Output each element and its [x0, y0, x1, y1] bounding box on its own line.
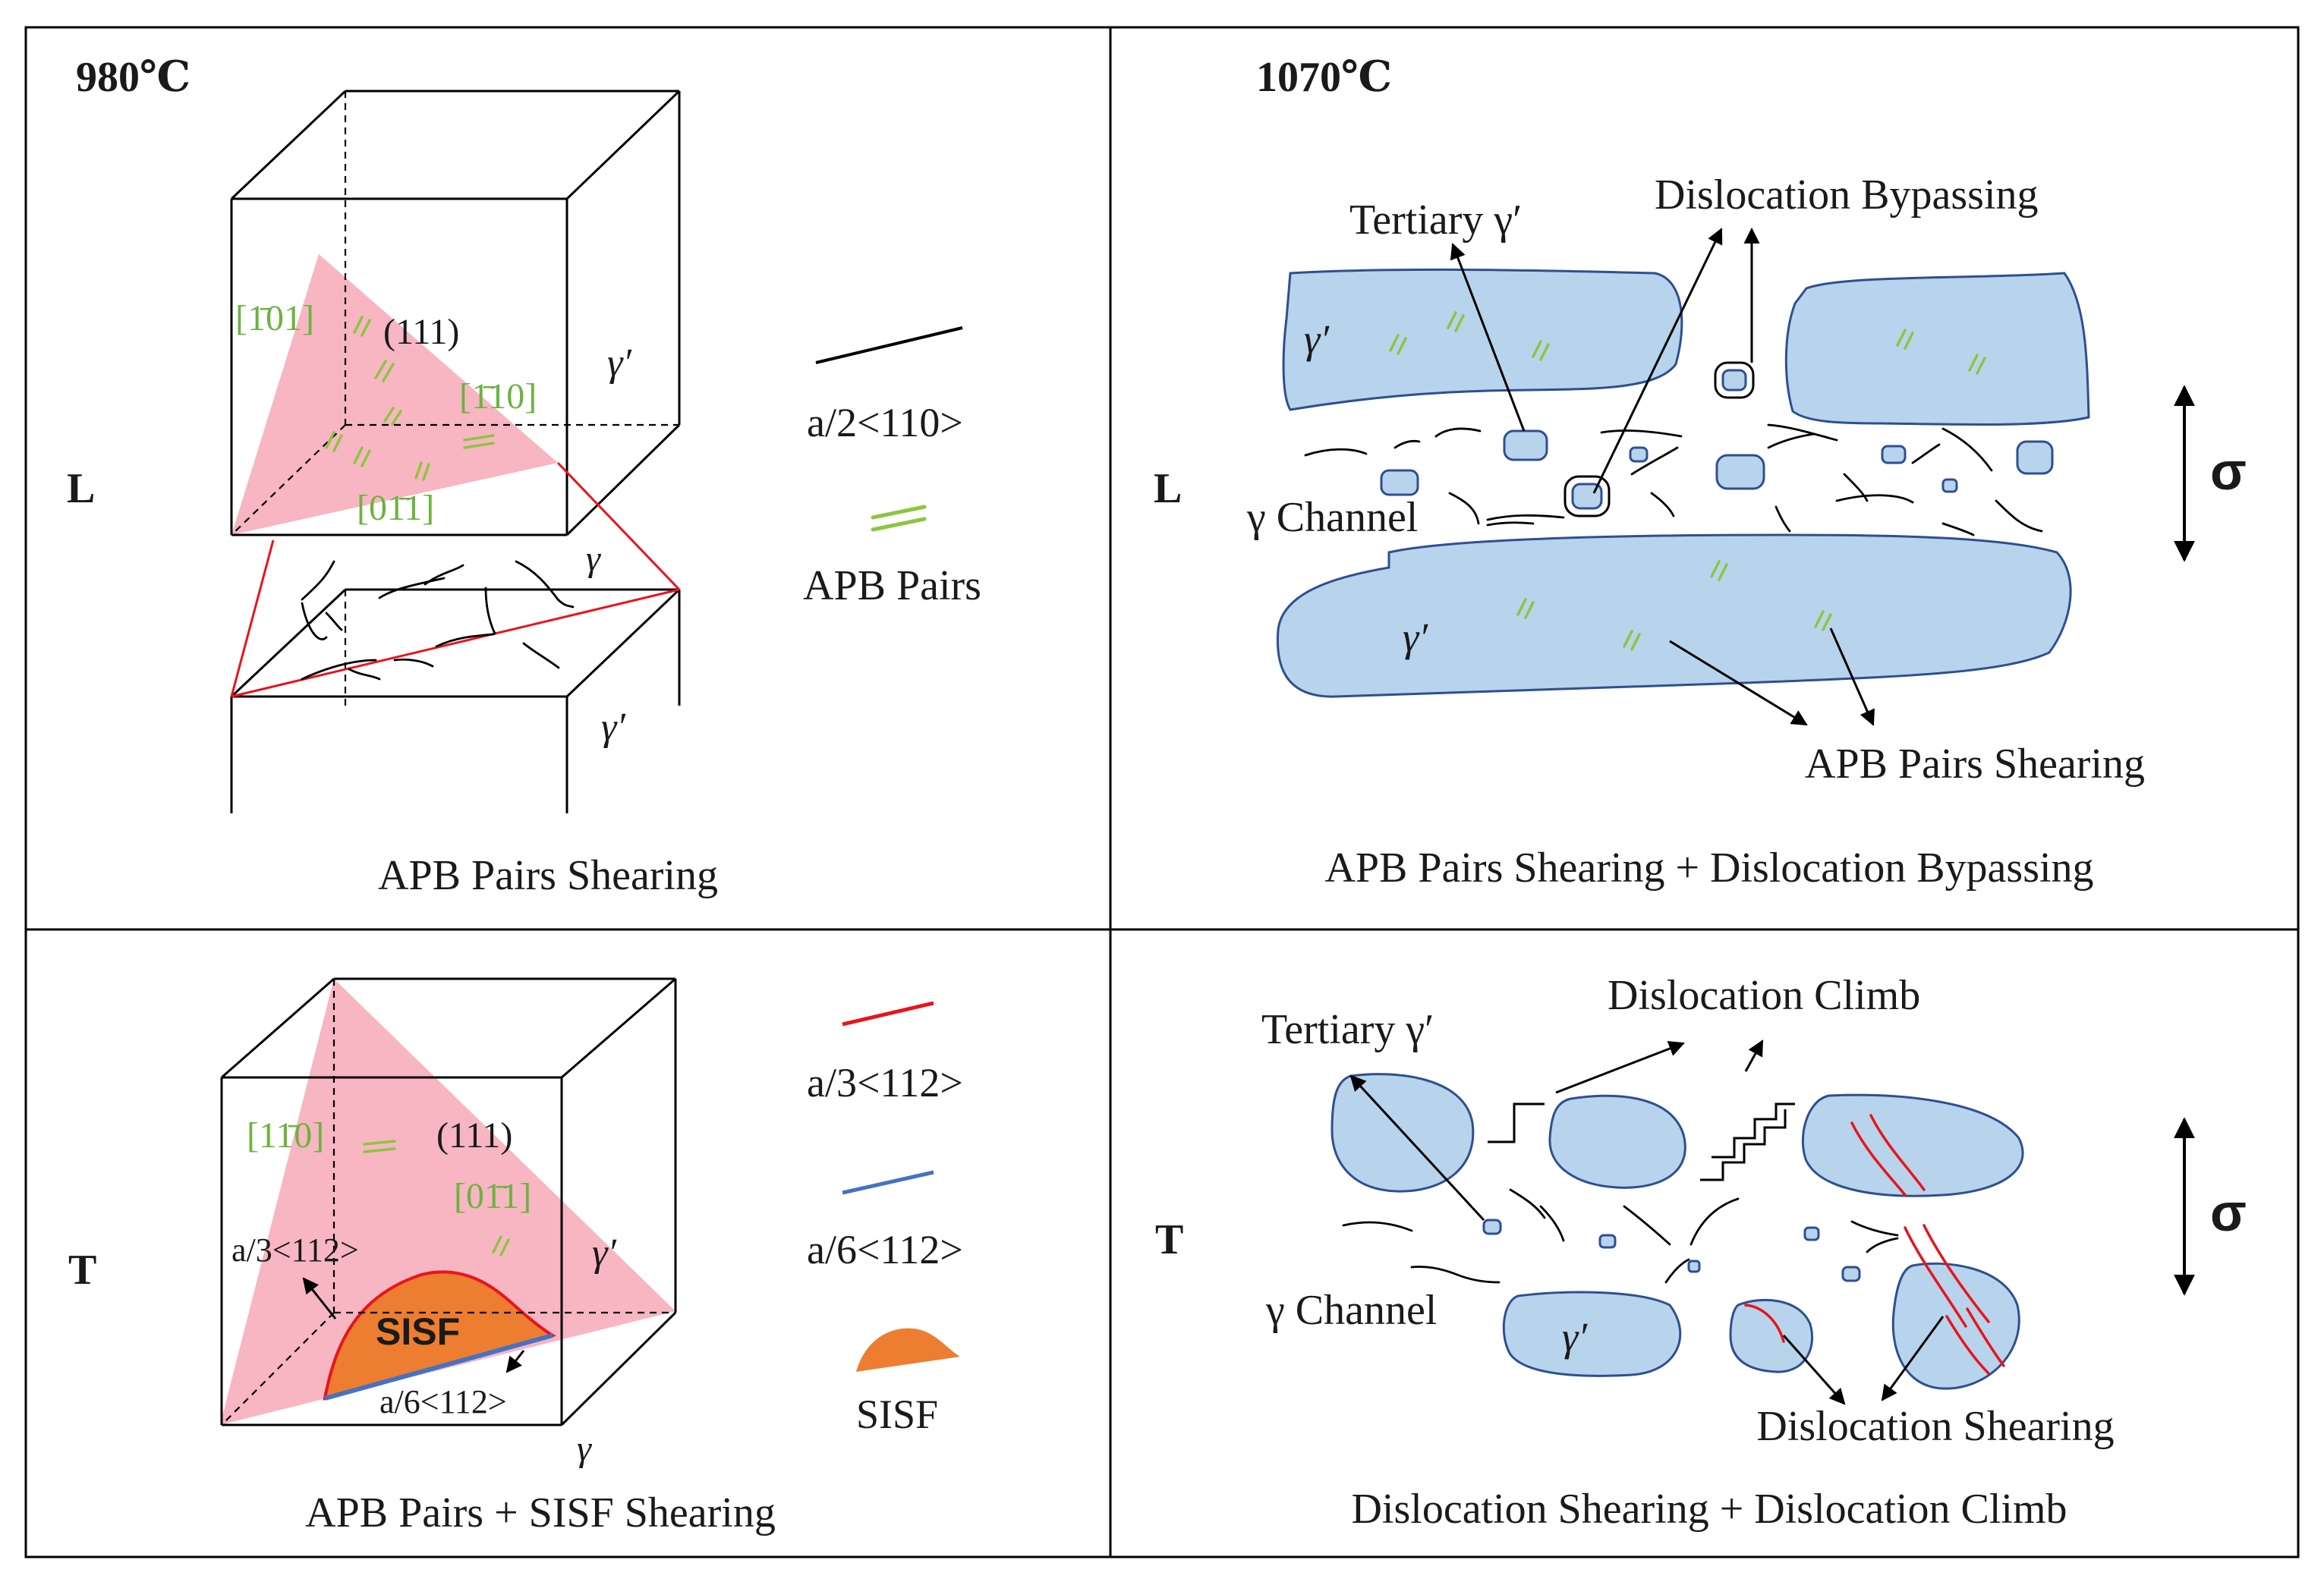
panel-top-right: 1070℃ L: [1154, 54, 2247, 892]
annotation-arrows: [1450, 227, 1875, 726]
direction-label: [1̄10]: [459, 376, 537, 417]
precipitate: [1801, 1093, 2024, 1197]
tertiary-precipitate: [1715, 454, 1765, 490]
annotation-arrows: [1349, 1039, 1945, 1405]
dislocation-shearing-label: Dislocation Shearing: [1756, 1403, 2114, 1450]
tertiary-precipitate: [1803, 1226, 1820, 1241]
precipitate-top-right: [1784, 272, 2090, 426]
a6-partial-line: [324, 1333, 553, 1401]
legend-a6-line: [842, 1170, 934, 1195]
plane-label: (111): [436, 1115, 512, 1156]
panel-top-left: 980℃ L: [67, 54, 981, 899]
direction-label: [11̄0]: [247, 1115, 324, 1156]
slip-plane: [231, 254, 558, 535]
gamma-prime-label: γ′: [1304, 316, 1330, 362]
temperature-label: 980℃: [76, 54, 191, 101]
panel-caption: Dislocation Shearing + Dislocation Climb: [1351, 1486, 2067, 1533]
apb-pairs: [1389, 311, 1986, 651]
precipitate: [1729, 1298, 1814, 1373]
gamma-prime-label: γ′: [592, 1231, 617, 1275]
channel-dislocations: [301, 560, 575, 681]
gamma-prime-precipitates: [1330, 1073, 2024, 1390]
panel-grid: [24, 26, 2300, 1558]
plane-label: (111): [383, 312, 459, 352]
row-label: L: [1154, 465, 1182, 512]
partial-a6-label: a/6<112>: [379, 1383, 507, 1420]
gamma-channel-label: γ Channel: [1246, 494, 1418, 541]
direction-label: [01̄1]: [357, 488, 434, 528]
panel-bottom-left: T [11̄0] (: [68, 977, 963, 1536]
climb-steps: [1488, 1102, 1795, 1181]
tertiary-gamma-prime-label: Tertiary γ′: [1349, 197, 1522, 244]
legend-a3-line: [842, 1001, 934, 1027]
temperature-label: 1070℃: [1256, 54, 1392, 101]
panel-caption: APB Pairs Shearing: [378, 852, 718, 899]
panel-caption: APB Pairs + SISF Shearing: [305, 1489, 776, 1536]
stress-symbol: σ: [2210, 442, 2247, 501]
tertiary-precipitate: [1598, 1234, 1617, 1249]
tertiary-precipitate: [1941, 478, 1958, 493]
apb-pairs-on-plane: [325, 316, 495, 481]
direction-label: [1̄01]: [235, 298, 314, 338]
legend-sisf-shape: [856, 1328, 960, 1372]
panel-caption: APB Pairs Shearing + Dislocation Bypassi…: [1324, 844, 2093, 892]
tertiary-precipitate: [1687, 1260, 1701, 1273]
tertiary-precipitate: [1721, 369, 1747, 392]
precipitate: [1548, 1094, 1686, 1189]
row-label: T: [1155, 1216, 1183, 1263]
gamma-prime-label: γ′: [607, 341, 632, 385]
apb-pairs-on-plane: [363, 1140, 510, 1256]
upper-cube: [230, 90, 681, 536]
legend-full-dislocation-label: a/2<110>: [807, 400, 963, 445]
shearing-dislocations: [1744, 1114, 2005, 1375]
gamma-prime-label: γ′: [1562, 1314, 1588, 1360]
legend-a3-label: a/3<112>: [807, 1060, 963, 1106]
gamma-label: γ: [577, 1429, 592, 1469]
dislocation-bypassing-label: Dislocation Bypassing: [1655, 171, 2039, 219]
partial-a3-label: a/3<112>: [231, 1231, 359, 1269]
gamma-prime-label: γ′: [1403, 615, 1428, 660]
legend-apb-pairs-label: APB Pairs: [803, 562, 981, 609]
bypass-loops: [1564, 361, 1755, 517]
precipitate-top-left: [1282, 268, 1683, 411]
direction-label: [01̄1]: [454, 1176, 531, 1216]
panel-bottom-right: T: [1155, 972, 2247, 1533]
gamma-prime-precipitates: [1276, 268, 2090, 698]
dislocation-climb-label: Dislocation Climb: [1608, 972, 1920, 1019]
tertiary-precipitate: [2016, 440, 2054, 475]
apb-pairs-shearing-label: APB Pairs Shearing: [1805, 741, 2145, 788]
tertiary-gamma-prime-label: Tertiary γ′: [1261, 1006, 1434, 1053]
sisf-region: [323, 1270, 556, 1401]
upper-cube-hidden-edges: [231, 91, 679, 536]
cube: [220, 977, 677, 1426]
channel-dislocations: [1342, 1188, 1899, 1284]
precipitate: [1891, 1262, 2020, 1390]
legend-apb-pairs-mark: [871, 505, 927, 532]
gamma-channel-label: γ Channel: [1265, 1287, 1437, 1334]
channel-dislocations: [1304, 423, 2043, 536]
tertiary-precipitate: [1503, 429, 1548, 461]
sisf-label: SISF: [376, 1310, 460, 1353]
row-label: T: [68, 1247, 96, 1294]
tertiary-precipitate: [1881, 445, 1907, 464]
tertiary-precipitate: [1841, 1266, 1861, 1282]
gamma-label: γ: [586, 539, 601, 579]
precipitate-bottom: [1276, 533, 2072, 698]
partial-arrows: [302, 1277, 525, 1373]
lower-cube: [230, 588, 681, 813]
legend-a6-label: a/6<112>: [807, 1227, 963, 1272]
cube-hidden-edges: [221, 979, 675, 1426]
legend-full-dislocation-line: [815, 326, 963, 364]
stress-symbol: σ: [2210, 1183, 2247, 1242]
tertiary-precipitate: [1629, 446, 1649, 463]
gamma-prime-label: γ′: [601, 706, 626, 749]
projection-lines: [230, 461, 681, 698]
row-label: L: [67, 465, 95, 512]
precipitate: [1502, 1291, 1682, 1377]
legend-sisf-label: SISF: [856, 1392, 938, 1437]
tertiary-precipitate: [1380, 469, 1419, 496]
tertiary-precipitate: [1482, 1219, 1502, 1235]
